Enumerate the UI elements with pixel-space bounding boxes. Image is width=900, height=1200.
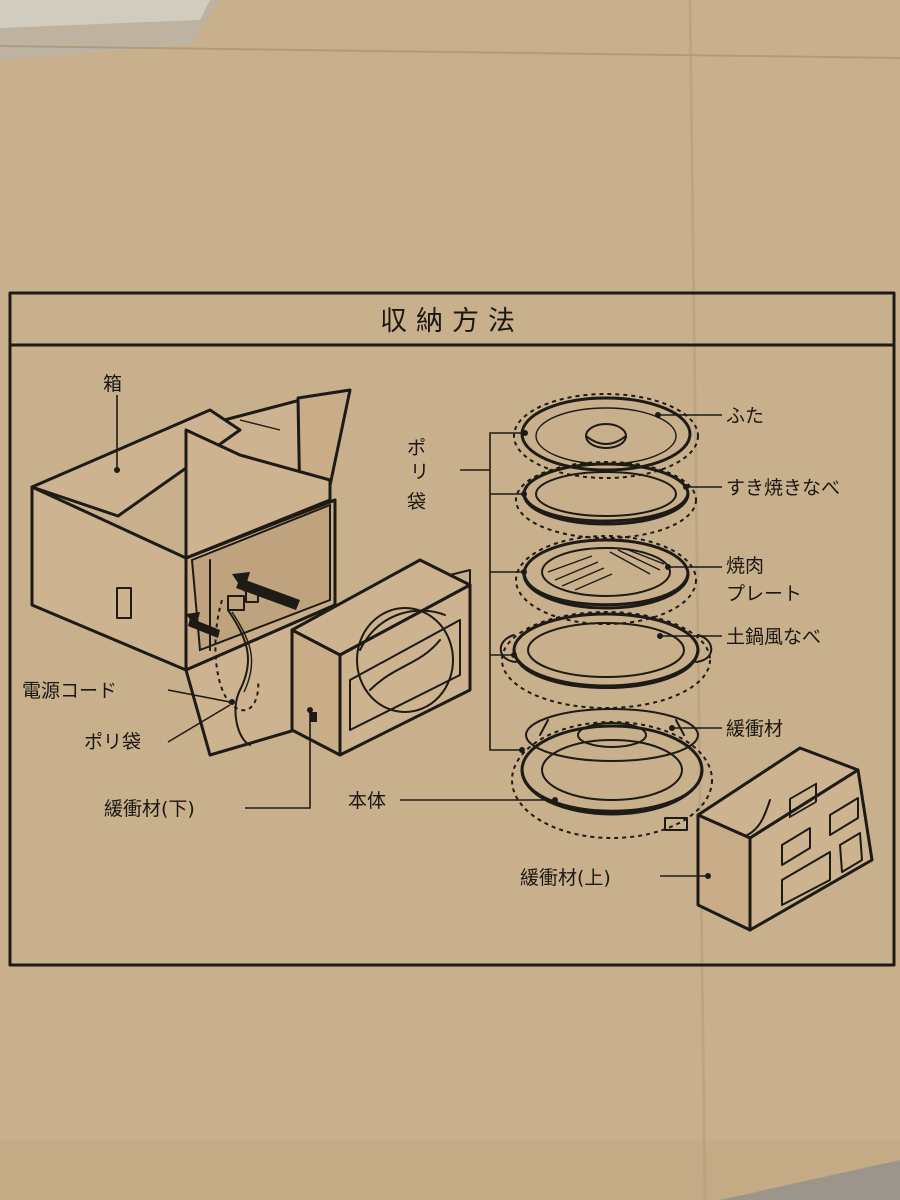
donabe-pot-illustration xyxy=(499,611,713,709)
label-poly-bag-vertical-2: リ xyxy=(410,461,429,483)
label-box: 箱 xyxy=(103,373,122,395)
cushion-top-illustration xyxy=(696,746,874,932)
label-yakiniku-plate-line2: プレート xyxy=(726,583,802,605)
label-poly-bag-vertical-1: ポ xyxy=(407,437,426,459)
diagram-frame xyxy=(8,291,896,967)
label-main-unit: 本体 xyxy=(348,790,386,812)
poly-bag-bracket xyxy=(460,430,528,753)
label-lid: ふた xyxy=(726,405,764,427)
label-poly-bag-left: ポリ袋 xyxy=(84,731,141,753)
label-cushion-top: 緩衝材(上) xyxy=(520,867,611,889)
diagram-title: 収納方法 xyxy=(380,306,524,337)
label-yakiniku-plate-line1: 焼肉 xyxy=(726,555,764,577)
label-poly-bag-vertical-3: 袋 xyxy=(407,491,426,513)
label-donabe-pot: 土鍋風なべ xyxy=(726,626,821,648)
label-sukiyaki-pot: すき焼きなべ xyxy=(726,477,840,499)
power-cord-illustration xyxy=(186,503,331,746)
label-cushion: 緩衝材 xyxy=(726,718,783,740)
main-unit-illustration xyxy=(511,708,713,839)
cushion-bottom-illustration xyxy=(290,558,472,757)
sukiyaki-pot-illustration xyxy=(515,461,697,539)
leader-lines xyxy=(114,395,722,877)
label-power-cord: 電源コード xyxy=(22,680,117,702)
label-cushion-bottom: 緩衝材(下) xyxy=(104,798,195,820)
